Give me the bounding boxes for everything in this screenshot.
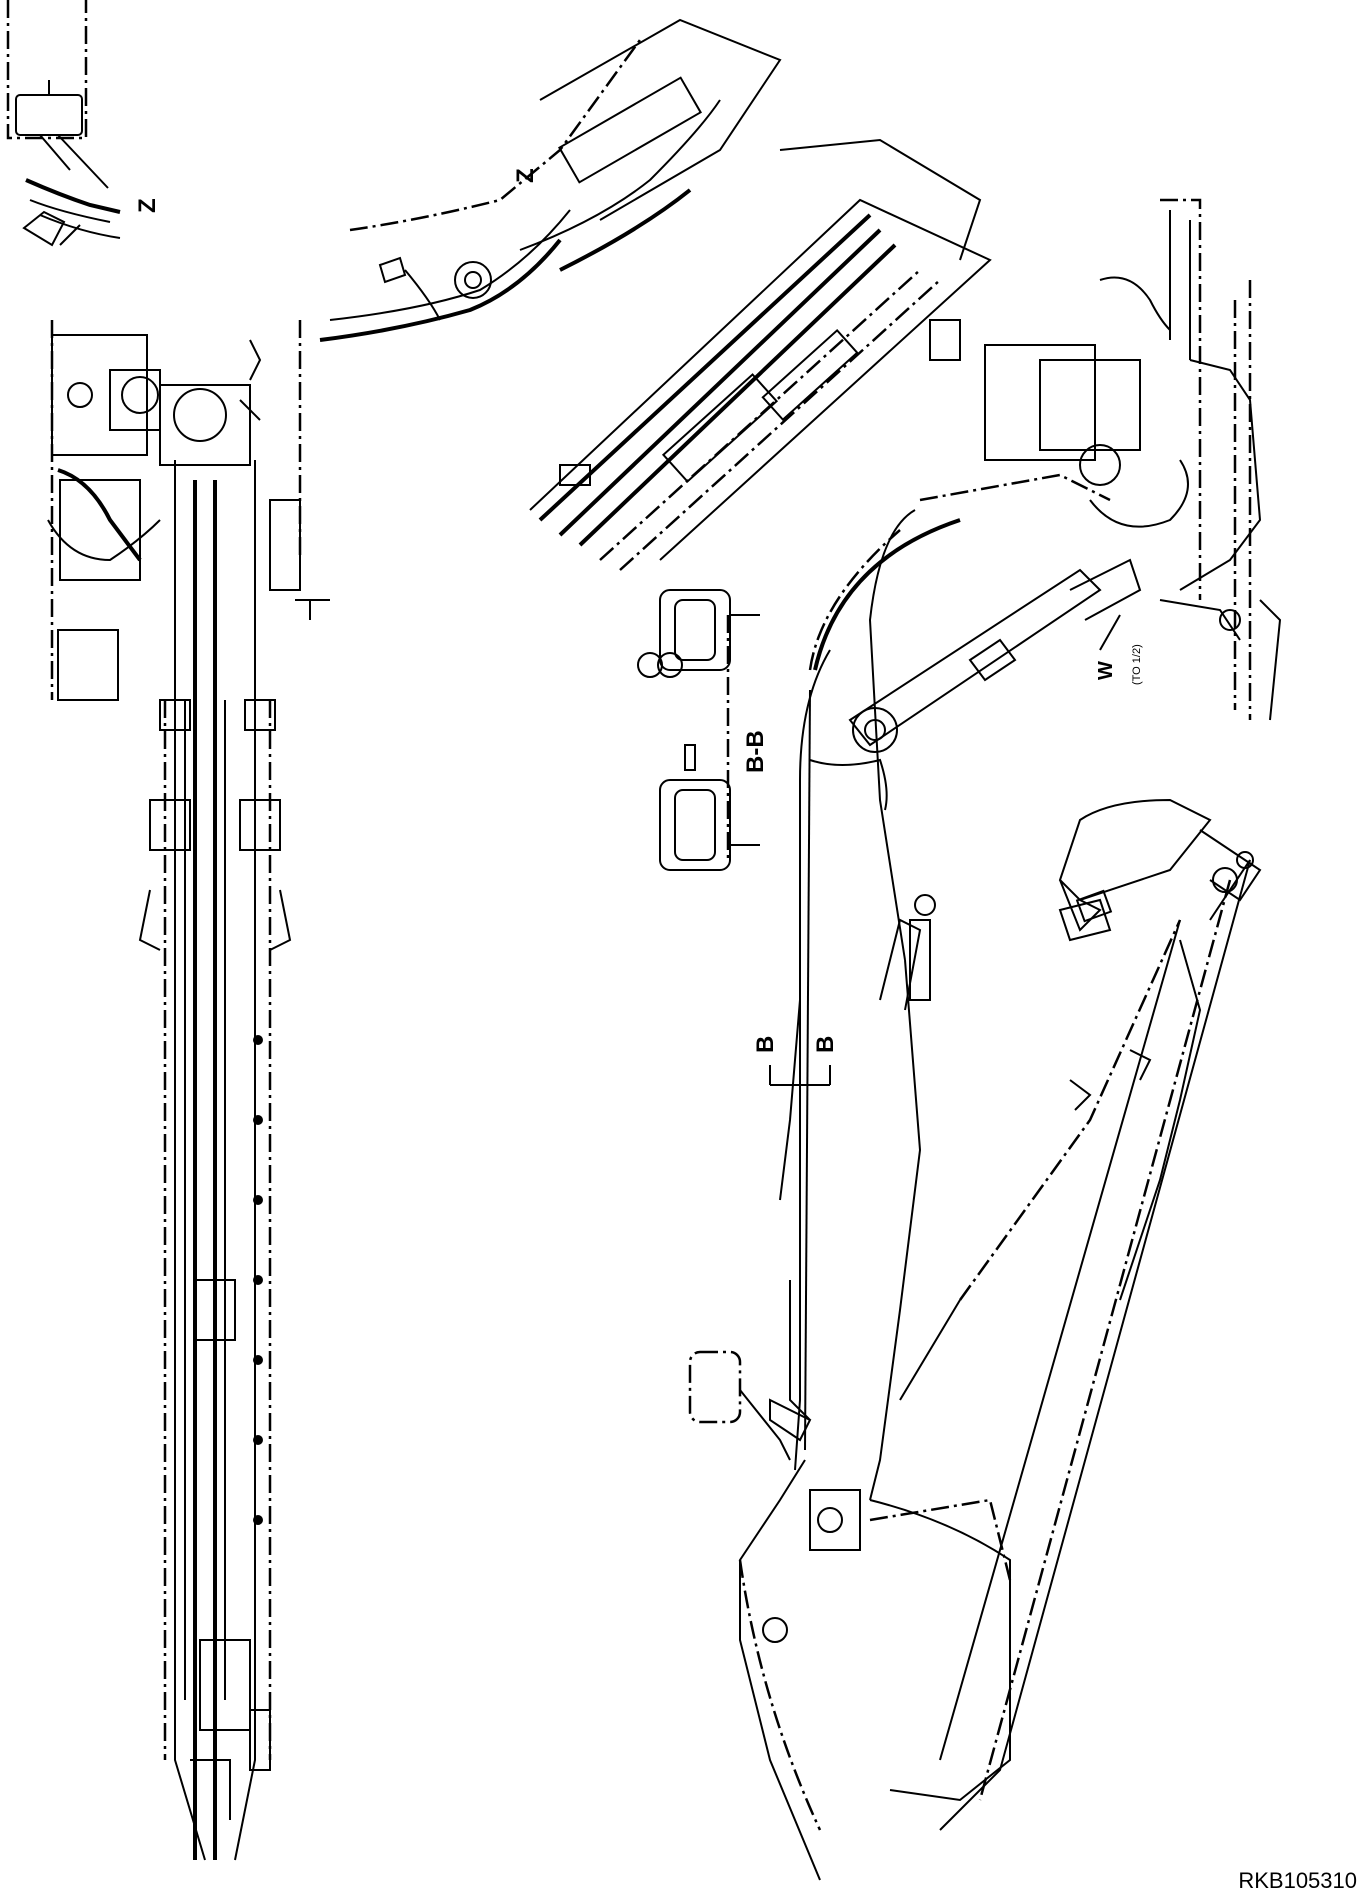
upper-structure: [984, 198, 1282, 721]
detail-z: Z: [319, 18, 782, 342]
view-w-reference: (TO 1/2): [1131, 644, 1143, 685]
boom-side-view: W (TO 1/2) B B: [688, 473, 1143, 1881]
section-bb: B-B: [637, 589, 769, 871]
section-bb-label: B-B: [742, 730, 769, 773]
section-marker-b-right: B: [812, 1036, 839, 1053]
section-marker-b-left: B: [752, 1036, 779, 1053]
detail-inset-top-left: Z: [6, 0, 161, 247]
view-z-label-detail: Z: [512, 168, 539, 183]
boom-mid-section: [529, 138, 992, 571]
view-w-label: W: [1095, 661, 1117, 680]
view-z-label-top: Z: [134, 198, 161, 213]
arm-and-bucket: [899, 798, 1262, 1831]
boom-top-view: [47, 320, 330, 1861]
drawing-reference-code: RKB105310: [1238, 1868, 1357, 1893]
